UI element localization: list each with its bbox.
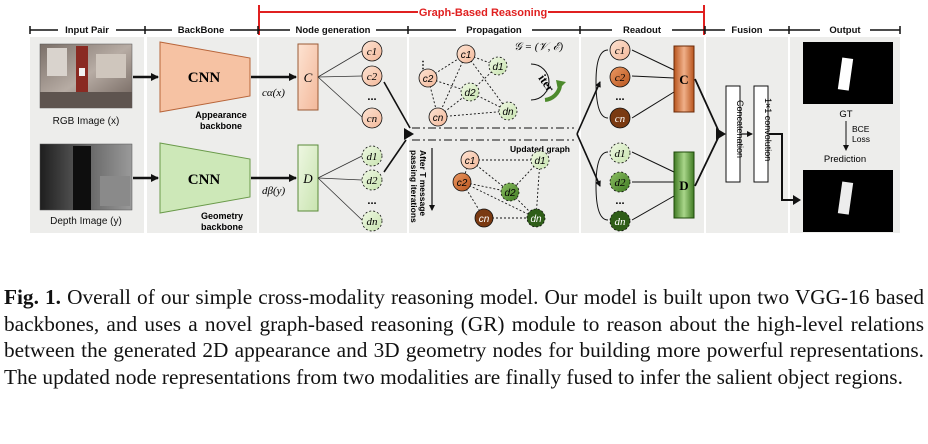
ro-dn: dn — [615, 216, 627, 228]
geometry-cnn-label: CNN — [188, 172, 221, 188]
depth-caption: Depth Image (y) — [50, 216, 122, 227]
section-header-rule: Input Pair BackBone Node generation Prop… — [29, 22, 901, 36]
readout-c-bar — [673, 45, 695, 113]
prop-d1: d1 — [492, 62, 503, 73]
header-readout: Readout — [623, 25, 662, 36]
readout-d-letter: D — [679, 178, 688, 193]
conv-box — [753, 85, 769, 183]
node-fanout-lines — [317, 50, 363, 221]
upd-c2: c2 — [457, 178, 468, 189]
upd-c1: c1 — [465, 156, 476, 167]
bce-label-2: Loss — [852, 134, 870, 144]
concatenation-box — [725, 85, 741, 183]
header-output: Output — [829, 25, 861, 36]
geometry-label-2: backbone — [201, 222, 243, 232]
ro-d-dots: ... — [615, 195, 624, 207]
ro-d1: d1 — [615, 148, 626, 160]
appearance-label-2: backbone — [200, 121, 242, 131]
depth-image — [39, 143, 133, 211]
graph-definition: 𝒢 = (𝒱, ℰ) — [514, 41, 563, 53]
header-backbone: BackBone — [178, 25, 224, 36]
header-input-pair: Input Pair — [65, 25, 109, 36]
gt-image — [803, 42, 893, 104]
readout-to-fusion-arrows — [694, 78, 721, 187]
readout-to-fusion-arrowhead — [716, 128, 726, 140]
ro-c-dots: ... — [615, 91, 624, 103]
rgb-image — [39, 43, 133, 109]
to-propagation-arrows — [383, 81, 411, 173]
fusion-to-output-line — [769, 133, 796, 201]
prop-c2: c2 — [423, 74, 434, 85]
caption-text: Overall of our simple cross-modality rea… — [4, 285, 924, 389]
upd-dn: dn — [530, 214, 542, 225]
node-d1: d1 — [367, 151, 378, 163]
readout-d-bar — [673, 151, 695, 219]
readout-braces — [595, 49, 675, 221]
after-t-line-2: passing iterations — [409, 150, 419, 223]
header-node-generation: Node generation — [296, 25, 371, 36]
node-c-dots: ... — [367, 91, 376, 103]
node-d2: d2 — [367, 175, 379, 187]
appearance-cnn-label: CNN — [188, 70, 221, 86]
ro-cn: cn — [615, 113, 626, 125]
concatenation-label: Concatenation — [735, 100, 745, 158]
figure-caption: Fig. 1. Overall of our simple cross-moda… — [4, 284, 924, 390]
prediction-label: Prediction — [824, 154, 866, 165]
ro-c1: c1 — [615, 45, 625, 57]
node-c2: c2 — [367, 71, 378, 83]
readout-c-nodes: c1 c2 ... cn — [609, 39, 631, 129]
prop-top-dots: ⋮ — [418, 60, 428, 71]
panel-node-generation — [259, 37, 407, 233]
ro-d2: d2 — [615, 177, 627, 189]
upd-d2: d2 — [504, 188, 516, 199]
node-dn: dn — [367, 216, 379, 228]
node-cn: cn — [367, 113, 378, 125]
geometry-cnn — [159, 142, 251, 214]
prop-d2: d2 — [464, 88, 476, 99]
node-gen-c-nodes: c1 c2 ... cn — [361, 40, 383, 129]
prop-cn: cn — [433, 113, 444, 124]
upd-cn: cn — [479, 214, 490, 225]
updated-graph-label: Updated graph — [510, 144, 570, 154]
header-propagation: Propagation — [466, 25, 522, 36]
propagation-separator — [412, 127, 574, 141]
to-propagation-arrowhead — [404, 128, 414, 140]
c-alpha-label: cα(x) — [262, 87, 285, 99]
d-beta-label: dβ(y) — [262, 185, 286, 197]
rgb-caption: RGB Image (x) — [53, 116, 120, 127]
readout-c-letter: C — [679, 72, 688, 87]
figure: Graph-Based Reasoning Input Pair BackBon… — [29, 4, 901, 233]
readout-d-nodes: d1 d2 ... dn — [609, 142, 631, 232]
header-fusion: Fusion — [731, 25, 762, 36]
gbr-label: Graph-Based Reasoning — [419, 7, 547, 19]
conv-label: 1×1 convolution — [763, 98, 773, 161]
bce-label-1: BCE — [852, 124, 870, 134]
appearance-label-1: Appearance — [195, 110, 247, 120]
appearance-cnn — [159, 41, 251, 113]
fusion-to-output-arrowhead — [793, 195, 801, 205]
gt-label: GT — [839, 109, 852, 120]
d-feature-letter: D — [302, 171, 313, 186]
caption-label: Fig. 1. — [4, 285, 61, 309]
after-t-line-1: After T message — [418, 150, 428, 216]
propagation-updated-graph: c1 c2 cn d1 d2 dn — [452, 150, 550, 228]
prop-dn: dn — [502, 107, 514, 118]
propagation-c-graph: c1 c2 cn d1 d2 dn ⋮ — [418, 44, 518, 127]
upd-d1: d1 — [534, 156, 545, 167]
ro-c2: c2 — [615, 72, 626, 84]
node-gen-d-nodes: d1 d2 ... dn — [361, 145, 383, 232]
node-d-dots: ... — [367, 195, 376, 207]
prediction-image — [803, 170, 893, 232]
node-c1: c1 — [367, 46, 377, 58]
architecture-diagram: Graph-Based Reasoning Input Pair BackBon… — [29, 4, 901, 233]
prop-c1: c1 — [461, 50, 472, 61]
c-feature-letter: C — [304, 70, 313, 85]
geometry-label-1: Geometry — [201, 211, 243, 221]
